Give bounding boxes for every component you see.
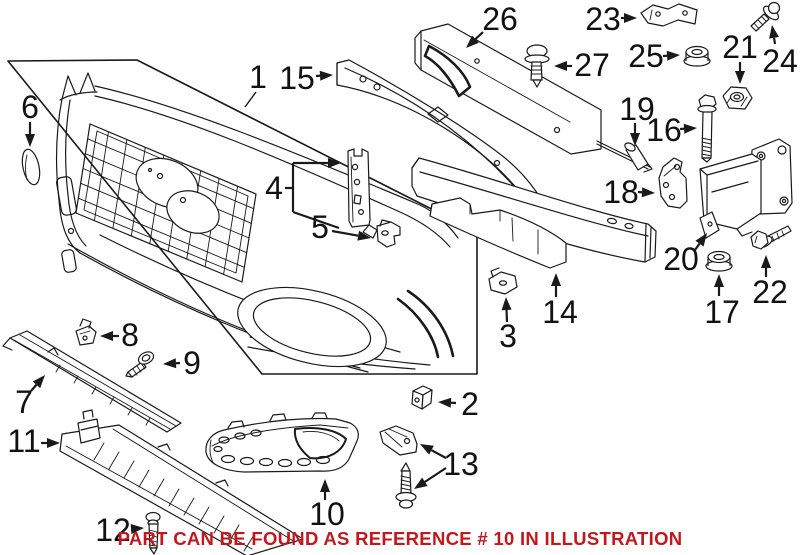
part-number-24: 24 [762,43,798,79]
part-17-flange-nut [705,250,733,272]
part-26-cover-panel [414,23,602,155]
arrowhead-23 [624,13,637,23]
part-number-20: 20 [663,241,699,277]
arrowhead-8 [100,331,113,341]
leader-line-1 [244,91,257,108]
part-number-27: 27 [574,47,610,83]
arrowhead-22 [761,255,771,268]
part-number-23: 23 [585,1,621,37]
part-24-screw [750,1,781,32]
part-19-pin [596,140,653,173]
arrowhead-10 [320,479,330,492]
part-number-26: 26 [482,1,518,37]
part-11-lower-shield [59,409,304,555]
arrowhead-7 [32,375,45,389]
part-18-bracket [658,157,688,209]
leader-line-13 [424,467,447,483]
part-23-bracket [640,3,698,27]
part-1-bumper-cover [55,72,459,373]
part-number-25: 25 [628,38,664,74]
part-number-4: 4 [265,170,283,206]
part-8-clip [75,318,97,346]
leader-line-4 [292,210,340,230]
leader-line-24 [772,37,777,45]
leader-line-5 [331,229,359,237]
part-16-bolt [697,94,717,163]
leader-line-7 [30,384,38,392]
arrowhead-24 [769,25,779,39]
part-9-screw [125,351,155,378]
arrowhead-21 [735,71,745,84]
part-12-screw [145,511,161,555]
arrowhead-4 [328,158,341,168]
part-4-side-bracket [347,148,378,239]
arrowhead-25 [666,50,680,61]
part-27-push-rivet [524,44,550,88]
part-number-12: 12 [95,512,131,548]
part-number-8: 8 [121,317,139,353]
part-number-21: 21 [722,29,758,65]
part-number-22: 22 [752,274,788,310]
arrowhead-27 [554,61,567,71]
leader-line-26 [474,31,484,40]
reference-caption: PART CAN BE FOUND AS REFERENCE # 10 IN I… [117,528,683,549]
arrowhead-14 [551,273,561,286]
part-number-5: 5 [311,209,329,245]
part-10-fog-grille [205,412,359,473]
part-number-11: 11 [7,423,40,459]
part-3-clip [488,267,518,295]
arrowhead-12 [130,524,144,534]
arrowhead-16 [683,123,697,134]
part-number-6: 6 [21,89,39,125]
part-number-7: 7 [15,384,33,420]
arrowhead-13 [420,444,434,455]
arrowhead-18 [641,187,655,198]
part-7-lip-strip [2,330,182,433]
arrowhead-15 [319,70,333,81]
arrowhead-17 [714,274,724,287]
callout-layer: 1234567891011121314151617181920212223242… [7,1,797,548]
part-number-15: 15 [279,60,315,96]
part-6-cover [21,148,41,186]
part-20-mount-bracket [699,138,793,239]
arrowhead-19 [630,133,640,146]
part-22-bolt [750,225,792,250]
part-2-clip [411,385,433,410]
arrowhead-5 [357,230,371,241]
part-number-3: 3 [499,318,517,354]
arrowhead-2 [438,397,452,408]
part-13-clip-screw [379,425,418,509]
part-number-1: 1 [249,59,267,95]
part-number-13: 13 [443,446,479,482]
leader-line-13 [430,449,447,459]
part-number-10: 10 [309,496,345,532]
part-number-9: 9 [183,345,201,381]
part-number-2: 2 [461,386,479,422]
part-number-16: 16 [646,112,682,148]
arrowhead-3 [501,297,512,311]
arrowhead-9 [163,358,177,369]
arrowhead-6 [25,134,35,147]
part-25-flange-nut [683,45,711,67]
arrowhead-26 [466,35,479,48]
arrowhead-20 [695,233,707,247]
part-number-19: 19 [619,91,655,127]
part-number-14: 14 [542,294,578,330]
leader-line-20 [694,242,701,251]
part-number-17: 17 [704,294,740,330]
arrowhead-11 [47,438,60,448]
part-21-hex-nut [722,86,753,110]
arrowhead-13 [414,477,428,489]
part-5-clip [376,219,401,248]
part-14-reinforcement [411,157,657,269]
part-number-18: 18 [603,174,639,210]
